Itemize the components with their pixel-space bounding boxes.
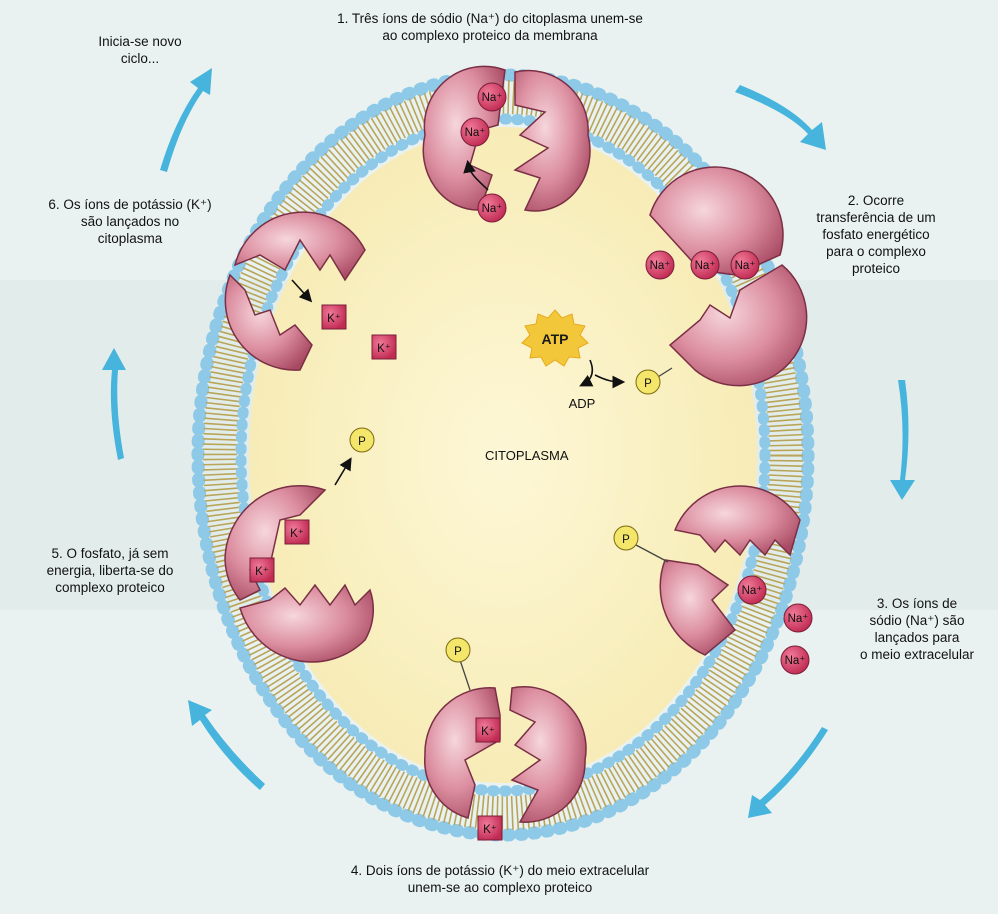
step-4-line-2: unem-se ao complexo proteico	[290, 879, 710, 896]
na-ion-label: Na⁺	[482, 203, 503, 215]
phosphate-label: P	[622, 534, 630, 546]
step-1-line-1: 1. Três íons de sódio (Na⁺) do citoplasm…	[300, 10, 680, 27]
k-ion-label: K⁺	[255, 566, 269, 578]
step-6-line-2: são lançados no	[20, 213, 240, 230]
step-3-label: 3. Os íons de sódio (Na⁺) são lançados p…	[838, 595, 996, 663]
k-ion-label: K⁺	[483, 824, 497, 836]
k-ion-label: K⁺	[377, 343, 391, 355]
step-1-line-2: ao complexo proteico da membrana	[300, 27, 680, 44]
step-2-line-2: transferência de um	[786, 209, 966, 226]
step-2-line-3: fosfato energético	[786, 226, 966, 243]
atp-label: ATP	[542, 331, 569, 347]
step-5-line-1: 5. O fosfato, já sem	[15, 545, 205, 562]
na-ions-right-upper: Na⁺ Na⁺ Na⁺	[646, 251, 759, 279]
step-5-label: 5. O fosfato, já sem energia, liberta-se…	[15, 545, 205, 596]
step-1-label: 1. Três íons de sódio (Na⁺) do citoplasm…	[300, 10, 680, 44]
na-ion-label: Na⁺	[465, 127, 486, 139]
restart-line-2: ciclo...	[70, 50, 210, 67]
step-2-line-5: proteico	[786, 260, 966, 277]
step-2-line-4: para o complexo	[786, 243, 966, 260]
step-4-line-1: 4. Dois íons de potássio (K⁺) do meio ex…	[290, 862, 710, 879]
restart-label: Inicia-se novo ciclo...	[70, 33, 210, 67]
step-6-label: 6. Os íons de potássio (K⁺) são lançados…	[20, 196, 240, 247]
step-2-label: 2. Ocorre transferência de um fosfato en…	[786, 192, 966, 277]
k-ion-label: K⁺	[290, 528, 304, 540]
step-3-line-2: sódio (Na⁺) são	[838, 612, 996, 629]
na-ion-label: Na⁺	[482, 92, 503, 104]
phosphate-label: P	[644, 378, 652, 390]
step-5-line-3: complexo proteico	[15, 579, 205, 596]
center-label: CITOPLASMA	[485, 448, 569, 463]
k-ion-label: K⁺	[327, 313, 341, 325]
na-ion-label: Na⁺	[788, 613, 809, 625]
na-ion-label: Na⁺	[785, 655, 806, 667]
restart-line-1: Inicia-se novo	[70, 33, 210, 50]
step-3-line-1: 3. Os íons de	[838, 595, 996, 612]
step-3-line-4: o meio extracelular	[838, 646, 996, 663]
step-2-line-1: 2. Ocorre	[786, 192, 966, 209]
na-ion-label: Na⁺	[742, 585, 763, 597]
step-4-label: 4. Dois íons de potássio (K⁺) do meio ex…	[290, 862, 710, 896]
step-6-line-1: 6. Os íons de potássio (K⁺)	[20, 196, 240, 213]
phosphate-label: P	[358, 436, 366, 448]
phosphate-label: P	[454, 646, 462, 658]
step-6-line-3: citoplasma	[20, 230, 240, 247]
na-ion-label: Na⁺	[695, 260, 716, 272]
step-5-line-2: energia, liberta-se do	[15, 562, 205, 579]
step-3-line-3: lançados para	[838, 629, 996, 646]
na-ion-label: Na⁺	[650, 260, 671, 272]
na-ion-label: Na⁺	[735, 260, 756, 272]
adp-label: ADP	[569, 396, 596, 411]
k-ion-label: K⁺	[481, 726, 495, 738]
